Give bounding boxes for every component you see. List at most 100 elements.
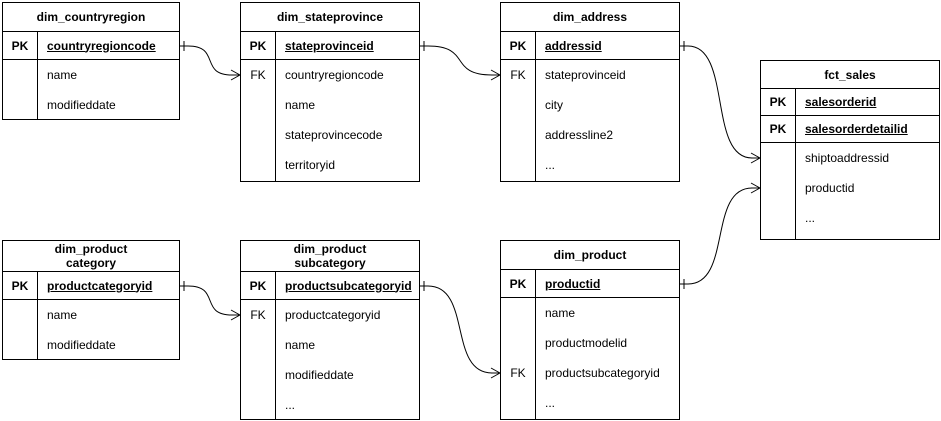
- pk-key-column: PK: [241, 272, 276, 299]
- relationship-countryregion-to-stateprovince: [180, 41, 241, 81]
- field-name-addressline2: addressline2: [545, 128, 614, 142]
- pk-key-column: PK: [3, 32, 38, 59]
- pk-field-column: salesorderid: [796, 89, 939, 115]
- field-name-productcategoryid: productcategoryid: [47, 278, 153, 293]
- field-name-name: name: [47, 308, 78, 322]
- key-badge-none: [241, 330, 275, 360]
- connector-line: [427, 285, 493, 374]
- field-name-city: city: [545, 98, 563, 112]
- attribute-field-column: name modifieddate: [38, 300, 179, 359]
- key-badge-none: [501, 328, 535, 358]
- key-badge-none: [3, 60, 37, 90]
- key-badge-none: [241, 120, 275, 150]
- key-badge-fk: FK: [510, 366, 526, 380]
- key-badge-pk: PK: [769, 122, 787, 136]
- field-name-productid: productid: [805, 181, 855, 195]
- pk-row-dim_productsubcategory-productsubcategoryid[interactable]: PK productsubcategoryid: [241, 272, 419, 300]
- pk-key-column: PK: [501, 32, 536, 59]
- entity-title-dim_stateprovince: dim_stateprovince: [241, 3, 419, 32]
- key-badge-fk: FK: [250, 68, 266, 82]
- entity-title-dim_product: dim_product: [501, 241, 679, 270]
- pk-key-column: PK: [241, 32, 276, 59]
- pk-row-dim_address-addressid[interactable]: PK addressid: [501, 32, 679, 60]
- key-badge-none: [3, 300, 37, 330]
- pk-row-dim_product-productid[interactable]: PK productid: [501, 270, 679, 298]
- field-name-stateprovinceid: stateprovinceid: [545, 68, 626, 82]
- key-badge-pk: PK: [249, 38, 267, 53]
- field-name-productcategoryid: productcategoryid: [285, 308, 381, 322]
- relationship-product-to-fctsales: [680, 182, 761, 289]
- relationship-stateprovince-to-address: [420, 41, 501, 81]
- pk-row-fct_sales-salesorderid[interactable]: PK salesorderid: [761, 89, 939, 116]
- field-name-salesorderid: salesorderid: [805, 95, 877, 109]
- pk-row-dim_countryregion-countryregioncode[interactable]: PK countryregioncode: [3, 32, 179, 60]
- connector-line: [187, 285, 233, 316]
- connector-line: [427, 45, 493, 76]
- field-name-stateprovinceid: stateprovinceid: [285, 38, 374, 53]
- pk-field-column: countryregioncode: [38, 32, 179, 59]
- field-name-addressid: addressid: [545, 38, 602, 53]
- attribute-field-column: productcategoryid name modifieddate...: [276, 300, 419, 419]
- key-badge-none: [761, 143, 795, 173]
- key-badge-pk: PK: [769, 95, 787, 109]
- key-badge-none: [241, 360, 275, 390]
- entity-title-fct_sales: fct_sales: [761, 61, 939, 89]
- pk-key-column: PK: [501, 270, 536, 297]
- attribute-key-column: FK: [241, 60, 276, 181]
- key-badge-none: [3, 90, 37, 120]
- connector-line: [687, 45, 753, 159]
- field-name-countryregioncode: countryregioncode: [285, 68, 384, 82]
- attributes-section-dim_productcategory: name modifieddate: [3, 300, 179, 359]
- key-badge-none: [761, 203, 795, 233]
- key-badge-none: [241, 390, 275, 420]
- pk-field-column: productsubcategoryid: [276, 272, 419, 299]
- field-name-territoryid: territoryid: [285, 158, 336, 172]
- entity-title-dim_countryregion: dim_countryregion: [3, 3, 179, 32]
- cardinality-many-marker: [490, 69, 501, 81]
- cardinality-many-marker: [230, 309, 241, 321]
- field-name-...: ...: [805, 211, 816, 225]
- attribute-key-column: FK: [501, 298, 536, 419]
- field-name-...: ...: [285, 398, 296, 412]
- key-badge-none: [501, 90, 535, 120]
- field-name-...: ...: [545, 396, 556, 410]
- attribute-key-column: [3, 60, 38, 119]
- pk-row-dim_stateprovince-stateprovinceid[interactable]: PK stateprovinceid: [241, 32, 419, 60]
- attribute-key-column: [3, 300, 38, 359]
- cardinality-many-marker: [230, 69, 241, 81]
- field-name-productsubcategoryid: productsubcategoryid: [285, 278, 412, 293]
- cardinality-many-marker: [750, 182, 761, 194]
- relationship-address-to-fctsales: [680, 41, 761, 164]
- field-name-name: name: [285, 338, 316, 352]
- connector-line: [187, 45, 233, 76]
- relationship-productcategory-to-subcategory: [180, 281, 241, 321]
- key-badge-pk: PK: [11, 278, 29, 293]
- field-name-name: name: [285, 98, 316, 112]
- field-name-countryregioncode: countryregioncode: [47, 38, 156, 53]
- key-badge-pk: PK: [509, 276, 527, 291]
- field-name-modifieddate: modifieddate: [285, 368, 354, 382]
- field-name-productid: productid: [545, 276, 601, 291]
- pk-row-dim_productcategory-productcategoryid[interactable]: PK productcategoryid: [3, 272, 179, 300]
- field-name-modifieddate: modifieddate: [47, 338, 116, 352]
- field-name-modifieddate: modifieddate: [47, 98, 116, 112]
- cardinality-many-marker: [490, 367, 501, 379]
- pk-field-column: productid: [536, 270, 679, 297]
- key-badge-none: [761, 173, 795, 203]
- key-badge-pk: PK: [11, 38, 29, 53]
- key-badge-fk: FK: [510, 68, 526, 82]
